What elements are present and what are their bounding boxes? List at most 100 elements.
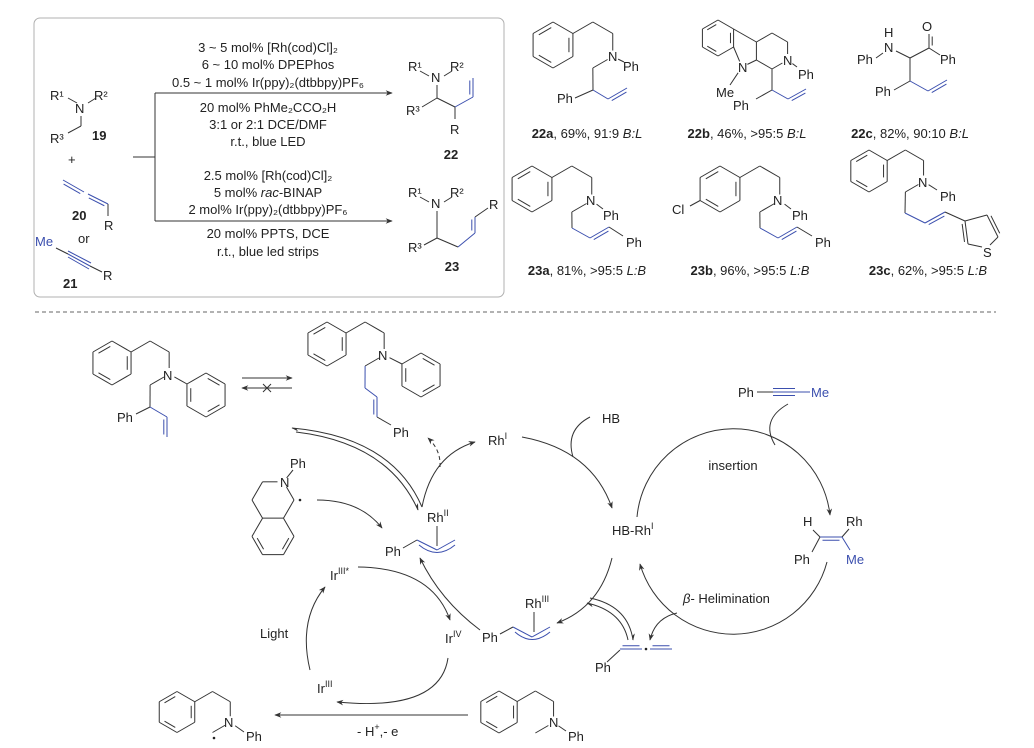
bond [443,70,453,77]
ring-bond [205,372,226,385]
bond [875,52,884,59]
ph-label: Ph [738,385,754,400]
ph-label: Ph [568,729,584,744]
aromatic-bond [707,45,717,52]
example-22c: H N Ph O Ph Ph 22c, 82%, 90:10 B:L [851,19,969,141]
bond [606,649,621,663]
arrow-beta-h-elimination [639,561,828,635]
product-23: R¹ N R² R³ R 23 [408,185,498,274]
bond [787,88,807,100]
n-label: N [280,475,289,490]
n-label: N [224,715,233,730]
aromatic-bond [855,154,868,163]
ph-label: Ph [290,456,306,471]
aromatic-bond [517,198,531,207]
rh-iii-label: RhIII [525,594,549,611]
bond [443,196,453,203]
cl-label: Cl [672,202,684,217]
compound-label-22: 22 [444,147,458,162]
bond [212,724,226,733]
n-label: N [738,60,747,75]
bond [212,691,231,703]
bond [283,499,295,519]
bond [423,237,438,246]
r3-label: R³ [50,131,64,146]
bond [729,72,739,86]
bond [909,47,930,59]
ring-bond [251,536,263,555]
ph-label: Ph [733,98,749,113]
ph-label: Ph [626,235,642,250]
bond [574,89,594,99]
ring-bond [850,149,870,161]
bond [436,97,456,108]
ring-bond [420,385,441,398]
bond [759,227,779,239]
bond [689,200,701,207]
bond [67,253,91,267]
ring-bond [719,200,741,213]
s-label: S [983,245,992,260]
r2-label: R² [94,88,108,103]
ph-label: Ph [794,552,810,567]
bond [592,59,608,69]
ph-label: Ph [482,630,498,645]
mechanism: N Ph N Ph RhI HB Ph Me insertion HB-RhI … [117,348,864,744]
bond [436,539,456,551]
ir-iii-label: IrIII [317,679,332,696]
rh-label: Rh [846,514,863,529]
bond [558,725,567,732]
aromatic-bond [422,384,435,393]
arrow-to-branched-product [291,427,423,508]
bond [419,70,430,77]
bond [67,256,90,270]
ring-bond [498,690,518,702]
example-caption: 22c, 82%, 90:10 B:L [851,126,969,141]
ph-label: Ph [815,235,831,250]
product-22: R¹ N R² R³ R 22 [406,59,464,162]
me-label: Me [811,385,829,400]
n-label: N [586,193,595,208]
r2-label: R² [450,185,464,200]
bond [756,32,773,43]
ring-bond [531,165,553,178]
bond [251,499,263,519]
aromatic-bond [538,27,552,36]
bond [904,212,926,224]
n-label: N [773,193,782,208]
aromatic-bond [707,24,717,31]
bond [174,376,188,385]
bond [402,539,418,549]
ring-bond [401,352,422,365]
arrow-insertion [636,428,833,518]
me-label: Me [846,552,864,567]
bond [345,321,366,334]
ph-label: Ph [393,425,409,440]
conditions-23: 2.5 mol% [Rh(cod)Cl]₂ 5 mol% rac-BINAP 2… [188,168,347,259]
example-caption: 22a, 69%, 91:9 B:L [532,126,643,141]
cross-icon [262,383,272,393]
bond [791,92,806,102]
example-caption: 23a, 81%, >95:5 L:B [528,263,647,278]
bond [571,203,587,213]
bond [893,80,911,91]
bond [928,47,941,56]
bond [516,690,536,702]
ring-bond [326,354,347,367]
radical-dot [298,498,302,502]
ph-label: Ph [792,208,808,223]
arrow-allene-out [648,612,678,641]
radical-dot [212,736,216,740]
aromatic-bond [705,171,719,180]
bond [796,226,813,237]
arrow-alkyne-in [769,403,789,446]
bond [194,691,213,703]
example-caption: 22b, 46%, >95:5 B:L [688,126,807,141]
ph-label: Ph [623,59,639,74]
bond [364,357,380,367]
bond [989,236,999,246]
ph-label: Ph [603,208,619,223]
ring-bond [420,352,441,365]
ph-label: Ph [557,91,573,106]
